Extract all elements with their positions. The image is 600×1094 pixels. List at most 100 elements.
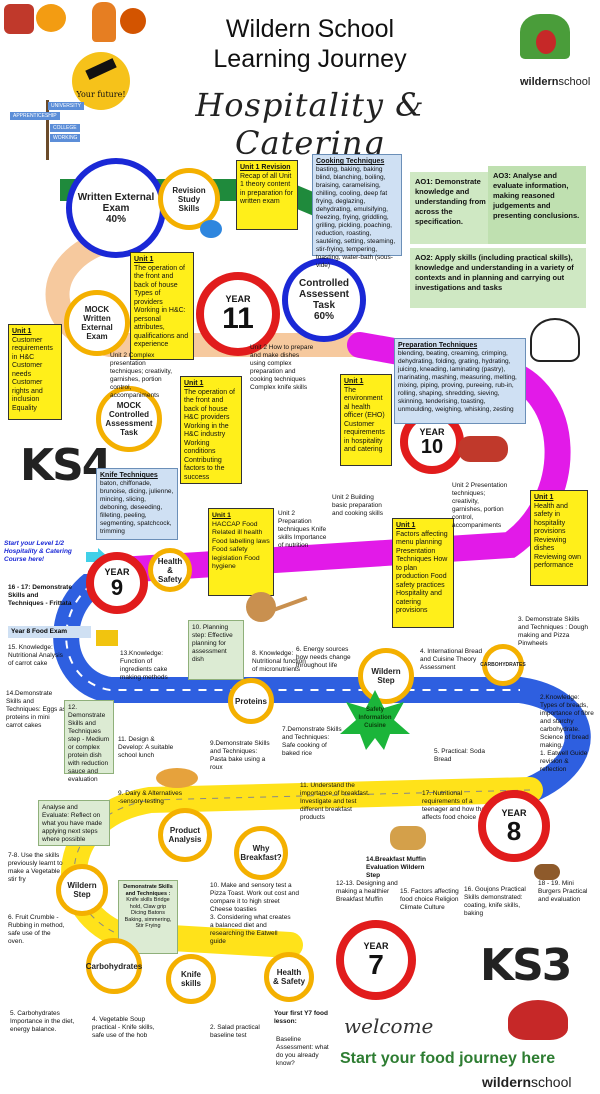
written-exam-pct: 40% bbox=[105, 213, 126, 225]
title-line-2: Learning Journey bbox=[213, 45, 407, 73]
preparation-techniques-box: Preparation Techniques blending, beating… bbox=[394, 338, 526, 424]
cake-image bbox=[96, 630, 118, 646]
unit1-operation2-text: The operation of the front and back of h… bbox=[184, 388, 235, 481]
step7-rice: 7.Demonstrate Skills and Techniques: Saf… bbox=[282, 726, 342, 757]
sign-apprenticeship: APPRENTICESHIP bbox=[10, 112, 60, 120]
step15-factors: 15. Factors affecting food choice Religi… bbox=[400, 888, 459, 911]
muffin-image bbox=[390, 826, 426, 850]
mock-task-circle[interactable]: MOCK Controlled Assessment Task bbox=[96, 386, 162, 452]
mock-exam-label: MOCK Written External Exam bbox=[81, 305, 113, 341]
unit1-factors-heading: Unit 1 bbox=[396, 522, 416, 529]
step13-knowledge: 13.Knowledge: Function of ingredients ca… bbox=[120, 650, 168, 681]
step18-burgers: 18 - 19. Mini Burgers Practical and eval… bbox=[538, 880, 588, 903]
unit1-operation-note: Unit 1 The operation of the front and ba… bbox=[130, 252, 194, 360]
product-analysis-label: Product Analysis bbox=[168, 826, 202, 844]
controlled-task-circle[interactable]: Controlled Assessent Task 60% bbox=[282, 258, 366, 342]
step15-knowledge: 15. Knowledge: Nutritional Analysis of c… bbox=[8, 644, 63, 667]
unit1-health-heading: Unit 1 bbox=[534, 494, 554, 501]
step11-design: 11. Design & Develop: A suitable school … bbox=[118, 736, 174, 759]
year10-label: YEAR bbox=[419, 427, 445, 437]
step1-eatwell: 1. Eatwell Guide revision & reflection bbox=[540, 750, 588, 773]
ks3-label: KS3 bbox=[480, 940, 572, 991]
proteins-label: Proteins bbox=[235, 696, 268, 706]
start-journey-text: Start your food journey here bbox=[340, 1050, 556, 1067]
subject-title: Hospitality & Catering bbox=[195, 86, 425, 162]
signpost-pole bbox=[46, 100, 49, 160]
year9-label: YEAR bbox=[104, 567, 130, 577]
chef-hat-icon bbox=[530, 318, 580, 362]
cooking-techniques-heading: Cooking Techniques bbox=[316, 158, 385, 165]
unit1-factors-text: Factors affecting menu planning Presenta… bbox=[396, 530, 448, 615]
step5-soda: 5. Practical: Soda Bread bbox=[434, 748, 485, 763]
controlled-task-label: Controlled Assessent Task bbox=[298, 278, 350, 311]
unit1-operation-text: The operation of the front and back of h… bbox=[134, 264, 189, 349]
unit1-revision-heading: Unit 1 Revision bbox=[240, 164, 291, 171]
step3-balanced: 3. Considering what creates a balanced d… bbox=[210, 914, 291, 945]
ao1-box: AO1: Demonstrate knowledge and understan… bbox=[410, 172, 494, 244]
health-safety-7-label: Health & Safety bbox=[273, 968, 306, 986]
future-label: Your future! bbox=[76, 90, 126, 99]
year9-circle[interactable]: YEAR 9 bbox=[86, 552, 148, 614]
unit2-present-text: Unit 2 Presentation techniques; creativi… bbox=[452, 482, 508, 529]
revision-circle[interactable]: Revision Study Skills bbox=[158, 168, 220, 230]
year11-label: YEAR bbox=[225, 294, 251, 304]
knife-skills-circle[interactable]: Knife skills bbox=[166, 954, 216, 1004]
unit1-customer-text: Customer requirements in H&C Customer ne… bbox=[12, 336, 53, 412]
safety-star-text: Safety Information Cuisine bbox=[358, 707, 392, 729]
why-breakfast-circle[interactable]: Why Breakfast? bbox=[234, 826, 288, 880]
unit1-revision-text: Recap of all Unit 1 theory content in pr… bbox=[240, 172, 293, 206]
cooking-techniques-text: basting, baking, baking blind, blanching… bbox=[316, 166, 396, 269]
analyse-evaluate-box: Analyse and Evaluate: Reflect on what yo… bbox=[38, 800, 110, 846]
step8-knowledge: 8. Knowledge: Nutritional function of mi… bbox=[252, 650, 306, 673]
unit1-operation-heading: Unit 1 bbox=[134, 256, 154, 263]
year7-circle[interactable]: YEAR 7 bbox=[336, 920, 416, 1000]
step11-breakfast: 11. Understand the importance of breakfa… bbox=[300, 782, 370, 821]
unit1-haccp-text: HACCAP Food Related ill health Food labe… bbox=[212, 520, 270, 571]
tomato-image bbox=[120, 8, 146, 34]
step4-soup: 4. Vegetable Soup practical - Knife skil… bbox=[92, 1016, 155, 1039]
year8-circle[interactable]: YEAR 8 bbox=[478, 790, 550, 862]
step6-crumble: 6. Fruit Crumble - Rubbing in method, sa… bbox=[8, 914, 65, 945]
unit2-complex-text: Unit 2 Complex presentation techniques; … bbox=[110, 352, 173, 399]
preparation-techniques-heading: Preparation Techniques bbox=[398, 342, 478, 349]
health-safety-9-label: Health & Safety bbox=[157, 556, 183, 584]
health-safety-9-circle[interactable]: Health & Safety bbox=[148, 548, 192, 592]
future-badge: Your future! bbox=[72, 52, 130, 110]
step10-planning: 10. Planning step: Effective planning fo… bbox=[188, 620, 244, 680]
health-safety-7-circle[interactable]: Health & Safety bbox=[264, 952, 314, 1002]
written-exam-circle[interactable]: Written External Exam 40% bbox=[66, 158, 166, 258]
year8-number: 8 bbox=[506, 816, 522, 846]
carbohydrates-circle[interactable]: Carbohydrates bbox=[86, 938, 142, 994]
unit1-health-text: Health and safety in hospitality provisi… bbox=[534, 502, 582, 570]
product-analysis-circle[interactable]: Product Analysis bbox=[158, 808, 212, 862]
mock-exam-circle[interactable]: MOCK Written External Exam bbox=[64, 290, 130, 356]
carbohydrates-top-circle[interactable]: CARBOHYDRATES bbox=[480, 644, 526, 686]
unit1-customer-heading: Unit 1 bbox=[12, 328, 32, 335]
step12-muffin: 12-13. Designing and making a healthier … bbox=[336, 880, 398, 903]
burger-image bbox=[534, 864, 560, 880]
unit1-haccp-note: Unit 1 HACCAP Food Related ill health Fo… bbox=[208, 508, 274, 596]
unit1-revision-note: Unit 1 Revision Recap of all Unit 1 theo… bbox=[236, 160, 298, 230]
wildern-step2-circle[interactable]: Wildern Step bbox=[56, 864, 108, 916]
sign-university: UNIVERSITY bbox=[48, 102, 85, 110]
step2-knowledge: 2.Knowledge: Types of breads, importance… bbox=[540, 694, 594, 749]
demonstrate-text: Knife skills Bridge hold, Claw grip Dici… bbox=[124, 897, 172, 929]
revision-label: Revision Study Skills bbox=[172, 185, 206, 213]
cheese-image bbox=[36, 4, 66, 32]
carbohydrates-top-label: CARBOHYDRATES bbox=[480, 661, 526, 668]
unit1-eho-note: Unit 1 The environment al health officer… bbox=[340, 374, 392, 466]
proteins-circle[interactable]: Proteins bbox=[228, 678, 274, 724]
year11-circle[interactable]: YEAR 11 bbox=[196, 272, 280, 356]
page-title: Wildern School Learning Journey bbox=[160, 14, 460, 74]
step9-dairy: 9. Dairy & Alternatives -sensory testing bbox=[118, 790, 182, 805]
unit1-haccp-heading: Unit 1 bbox=[212, 512, 231, 519]
preparation-techniques-text: blending, beating, creaming, crimping, d… bbox=[398, 350, 517, 413]
title-line-1: Wildern School bbox=[225, 15, 395, 43]
year10-number: 10 bbox=[420, 436, 444, 458]
why-breakfast-label: Why Breakfast? bbox=[240, 844, 282, 862]
knife-techniques-text: baton, chiffonade, brunoise, dicing, jul… bbox=[100, 480, 174, 535]
wildern-step-circle[interactable]: Wildern Step bbox=[358, 648, 414, 704]
step17-nutrition: 17. Nutritional requirements of a teenag… bbox=[422, 790, 487, 821]
start-course-text: Start your Level 1/2 Hospitality & Cater… bbox=[4, 540, 88, 574]
controlled-task-pct: 60% bbox=[313, 311, 334, 322]
